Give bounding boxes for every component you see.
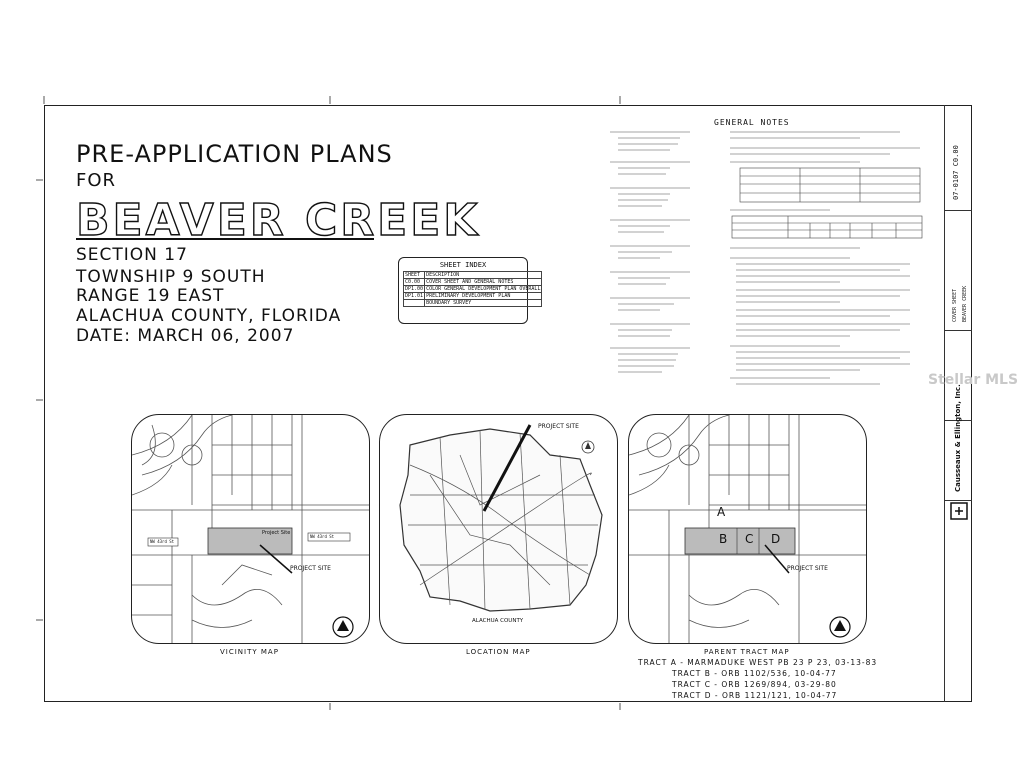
parent-tract-map: A B C D PROJECT SITE (628, 414, 867, 644)
location-map-drawing (399, 424, 603, 612)
sheet-index-cell: C0.00 (402, 278, 426, 286)
tract-letter: C (745, 532, 754, 546)
tract-c-description: TRACT C - ORB 1269/894, 03-29-80 (672, 680, 837, 689)
tract-a-description: TRACT A - MARMADUKE WEST PB 23 P 23, 03-… (638, 658, 878, 667)
county-map-label: ALACHUA COUNTY (472, 618, 524, 624)
parent-tract-map-drawing (629, 415, 866, 643)
north-arrow-icon (581, 440, 595, 454)
sheet-index-cell: COLOR GENERAL DEVELOPMENT PLAN OVERALL (424, 285, 543, 293)
sheet-index-cell (402, 299, 426, 307)
section-label: SECTION 17 (76, 245, 188, 265)
sheet-number: 07-0107 C0.00 (952, 145, 960, 200)
sheet-index-title: SHEET INDEX (439, 261, 487, 269)
sheet-index-table: SHEET DESCRIPTION C0.00 COVER SHEET AND … (402, 271, 543, 307)
title-block-strip (944, 105, 973, 702)
project-site-label: PROJECT SITE (538, 423, 579, 430)
watermark: Stellar MLS (928, 372, 1019, 388)
parent-parcel (684, 527, 796, 555)
sheet-index-cell: DP1.01 (402, 292, 426, 300)
general-notes-body (610, 131, 923, 385)
location-map: PROJECT SITE ALACHUA COUNTY (379, 414, 618, 644)
date-label: DATE: MARCH 06, 2007 (76, 326, 295, 346)
sheet-index-cell: PRELIMINARY DEVELOPMENT PLAN (424, 292, 543, 300)
road-label: NW 43rd St (310, 534, 335, 539)
table-row: DP1.00 COLOR GENERAL DEVELOPMENT PLAN OV… (402, 285, 543, 293)
table-row: DP1.01 PRELIMINARY DEVELOPMENT PLAN (402, 292, 543, 300)
title-block-divider (944, 420, 972, 421)
parcel-label: Project Site (262, 530, 291, 536)
general-notes-title: GENERAL NOTES (714, 118, 790, 127)
title-line-1: PRE-APPLICATION PLANS (76, 140, 393, 168)
table-row: BOUNDARY SURVEY (402, 299, 543, 307)
township-label: TOWNSHIP 9 SOUTH (76, 267, 266, 287)
road-label: NW 43rd St (150, 539, 175, 544)
vicinity-map-caption: VICINITY MAP (220, 648, 279, 656)
project-name: BEAVER CREEK (75, 194, 481, 246)
vicinity-map: Project Site NW 43rd St NW 43rd St PROJE… (131, 414, 370, 644)
title-block-divider (944, 210, 972, 211)
title-block-sheet-title: COVER SHEET (952, 288, 958, 322)
project-site-pointer (482, 424, 532, 512)
title-block-project: BEAVER CREEK (962, 285, 968, 322)
sheet-index-cell: BOUNDARY SURVEY (424, 299, 543, 307)
project-name-underline (76, 238, 374, 240)
tract-b-description: TRACT B - ORB 1102/536, 10-04-77 (672, 669, 837, 678)
vicinity-map-drawing (132, 415, 369, 643)
county-label: ALACHUA COUNTY, FLORIDA (76, 306, 342, 326)
range-label: RANGE 19 EAST (76, 286, 225, 306)
title-line-2: FOR (76, 170, 117, 191)
tract-letter: A (717, 505, 726, 519)
parent-tract-caption: PARENT TRACT MAP (704, 648, 790, 656)
drawing-sheet (44, 105, 972, 702)
tract-d-description: TRACT D - ORB 1121/121, 10-04-77 (672, 691, 838, 700)
title-block-divider (944, 330, 972, 331)
tract-letter: B (719, 532, 728, 546)
project-parcel (207, 527, 293, 555)
sheet-index-header: SHEET (402, 271, 426, 279)
sheet-index-cell: COVER SHEET AND GENERAL NOTES (424, 278, 543, 286)
title-block-divider (944, 500, 972, 501)
project-site-label: PROJECT SITE (290, 565, 331, 572)
sheet-index-header: DESCRIPTION (424, 271, 543, 279)
tract-letter: D (771, 532, 781, 546)
sheet-index: SHEET INDEX SHEET DESCRIPTION C0.00 COVE… (398, 257, 543, 324)
firm-name: Causseaux & Ellington, Inc. (954, 384, 962, 492)
location-map-caption: LOCATION MAP (466, 648, 531, 656)
firm-logo-icon (950, 502, 968, 520)
project-site-label: PROJECT SITE (787, 565, 828, 572)
table-row: C0.00 COVER SHEET AND GENERAL NOTES (402, 278, 543, 286)
sheet-index-cell: DP1.00 (402, 285, 426, 293)
